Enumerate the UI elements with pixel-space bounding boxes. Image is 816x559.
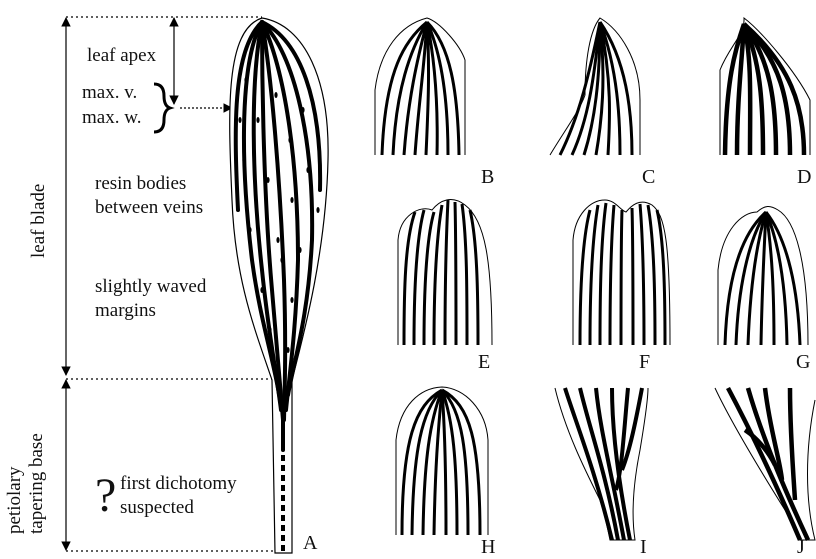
leaf-B (375, 18, 465, 155)
panel-letter-G: G (796, 351, 810, 374)
leaf-G (718, 206, 808, 345)
label-margins: margins (95, 299, 156, 322)
leaf-A (230, 18, 328, 553)
leaf-H (396, 387, 488, 535)
label-tapering-base: tapering base (26, 433, 48, 534)
panel-letter-H: H (481, 536, 495, 559)
panel-letter-D: D (797, 166, 811, 189)
label-suspected: suspected (120, 496, 194, 519)
leaf-F (573, 200, 670, 345)
panel-letter-A: A (303, 532, 317, 555)
label-max-w: max. w. (82, 106, 141, 129)
panel-letter-B: B (481, 166, 494, 189)
label-between-veins: between veins (95, 196, 203, 219)
label-max-v: max. v. (82, 81, 137, 104)
curly-brace (154, 84, 170, 132)
leaf-D (720, 18, 810, 155)
panel-letter-I: I (640, 536, 647, 559)
panel-letter-E: E (478, 351, 490, 374)
label-leaf-blade: leaf blade (28, 184, 50, 258)
question-mark-icon: ? (95, 472, 116, 520)
label-first-dichotomy: first dichotomy (120, 472, 237, 495)
leaf-E (398, 200, 492, 345)
label-resin-bodies: resin bodies (95, 172, 186, 195)
panel-letter-F: F (639, 351, 650, 374)
leaf-I (555, 388, 648, 540)
label-petiolary: petiolary (4, 466, 26, 534)
panel-letter-J: J (797, 536, 805, 559)
label-leaf-apex: leaf apex (87, 44, 156, 67)
label-slightly-waved: slightly waved (95, 275, 206, 298)
leaf-J (715, 388, 815, 540)
panel-letter-C: C (642, 166, 655, 189)
leaf-C (550, 18, 640, 155)
